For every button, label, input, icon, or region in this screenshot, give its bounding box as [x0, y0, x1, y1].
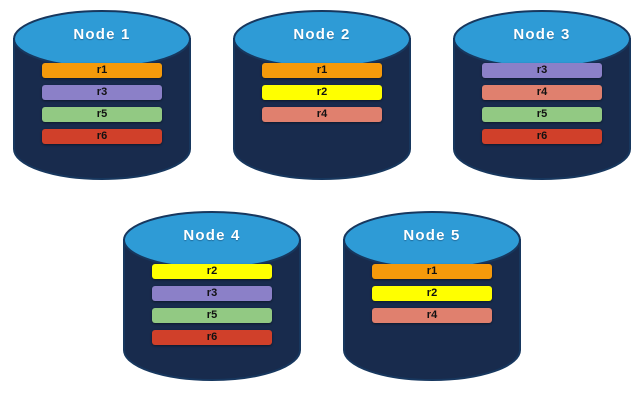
replica-stack: r1 r2 r4	[372, 264, 492, 330]
replica-label: r3	[536, 64, 548, 76]
replica-bar[interactable]: r1	[372, 264, 492, 279]
replica-label: r3	[206, 287, 218, 299]
replica-label: r4	[536, 86, 548, 98]
replica-bar[interactable]: r6	[42, 129, 162, 144]
replica-label: r1	[96, 64, 108, 76]
replica-bar[interactable]: r6	[152, 330, 272, 345]
replica-label: r2	[206, 265, 218, 277]
replica-bar[interactable]: r5	[42, 107, 162, 122]
replica-label: r5	[96, 108, 108, 120]
replica-label: r1	[316, 64, 328, 76]
replica-label: r4	[426, 309, 438, 321]
replica-bar[interactable]: r3	[42, 85, 162, 100]
database-node-2[interactable]: Node 2 r1 r2 r4	[232, 6, 412, 186]
replica-stack: r3 r4 r5 r6	[482, 63, 602, 151]
database-node-4[interactable]: Node 4 r2 r3 r5 r6	[122, 207, 302, 387]
replica-bar[interactable]: r2	[152, 264, 272, 279]
replica-stack: r2 r3 r5 r6	[152, 264, 272, 352]
replica-label: r2	[316, 86, 328, 98]
replica-label: r3	[96, 86, 108, 98]
replica-bar[interactable]: r5	[152, 308, 272, 323]
replica-label: r1	[426, 265, 438, 277]
replica-label: r2	[426, 287, 438, 299]
replica-label: r5	[206, 309, 218, 321]
replica-bar[interactable]: r4	[372, 308, 492, 323]
replica-label: r5	[536, 108, 548, 120]
replica-bar[interactable]: r4	[482, 85, 602, 100]
database-node-3[interactable]: Node 3 r3 r4 r5 r6	[452, 6, 632, 186]
database-node-5[interactable]: Node 5 r1 r2 r4	[342, 207, 522, 387]
replica-stack: r1 r3 r5 r6	[42, 63, 162, 151]
replica-bar[interactable]: r6	[482, 129, 602, 144]
replica-bar[interactable]: r5	[482, 107, 602, 122]
replica-label: r6	[536, 130, 548, 142]
replica-bar[interactable]: r1	[42, 63, 162, 78]
replica-bar[interactable]: r2	[372, 286, 492, 301]
replica-label: r6	[206, 331, 218, 343]
replica-label: r4	[316, 108, 328, 120]
replica-bar[interactable]: r2	[262, 85, 382, 100]
database-node-1[interactable]: Node 1 r1 r3 r5 r6	[12, 6, 192, 186]
replica-stack: r1 r2 r4	[262, 63, 382, 129]
replica-bar[interactable]: r3	[152, 286, 272, 301]
replica-bar[interactable]: r3	[482, 63, 602, 78]
replica-bar[interactable]: r4	[262, 107, 382, 122]
replica-bar[interactable]: r1	[262, 63, 382, 78]
replica-label: r6	[96, 130, 108, 142]
